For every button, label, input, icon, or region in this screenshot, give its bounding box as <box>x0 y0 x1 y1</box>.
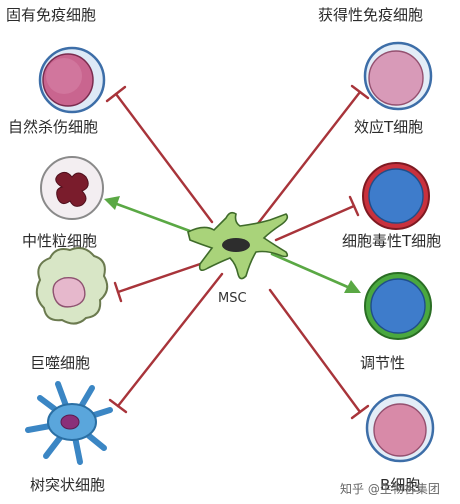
watermark: 知乎 @生物谷集团 <box>340 482 440 496</box>
inhibit-line-dendritic <box>116 272 224 408</box>
inhibit-bar-nk <box>105 85 127 103</box>
effector-t-label: 效应T细胞 <box>354 118 424 136</box>
inhibit-line-macrophage <box>116 260 208 294</box>
cytotoxic-t-label: 细胞毒性T细胞 <box>342 232 442 250</box>
regulatory-label: 调节性 <box>360 354 406 372</box>
inhibit-line-nk <box>114 92 214 224</box>
msc-nucleus <box>222 238 250 252</box>
cytotoxic-t-cell <box>362 162 430 230</box>
msc-label: MSC <box>218 291 247 306</box>
promote-head-regulatory <box>344 280 361 293</box>
effector-t-cell <box>363 41 433 111</box>
neutrophil-label: 中性粒细胞 <box>22 232 98 250</box>
adaptive-heading: 获得性免疫细胞 <box>318 6 424 24</box>
b-cell-label: B细胞 <box>380 476 421 494</box>
inhibit-bar-macrophage <box>113 281 123 303</box>
nk-cell <box>38 46 106 114</box>
inhibit-line-cytotoxic-t <box>274 204 356 242</box>
dendritic-cell-label: 树突状细胞 <box>30 476 106 494</box>
neutrophil-cell <box>40 156 104 220</box>
inhibit-line-b-cell <box>268 288 362 414</box>
promote-line-regulatory <box>270 252 352 290</box>
promote-head-neutrophil <box>104 196 120 210</box>
inhibit-bar-dendritic <box>108 398 128 414</box>
macrophage-cell <box>35 247 109 325</box>
promotion-arrows <box>104 196 361 293</box>
msc-cell <box>187 211 289 280</box>
regulatory-t-cell <box>364 272 432 340</box>
macrophage-label: 巨噬细胞 <box>30 354 91 372</box>
inhibit-bar-effector-t <box>350 84 370 100</box>
inhibit-bar-b-cell <box>350 404 370 420</box>
innate-heading: 固有免疫细胞 <box>6 6 97 24</box>
b-cell <box>365 393 435 463</box>
inhibit-bar-cytotoxic-t <box>348 195 360 217</box>
promote-line-neutrophil <box>112 201 200 236</box>
nk-cell-label: 自然杀伤细胞 <box>8 118 99 136</box>
inhibition-lines <box>105 84 370 420</box>
dendritic-cell <box>25 381 113 465</box>
inhibit-line-effector-t <box>254 90 362 228</box>
